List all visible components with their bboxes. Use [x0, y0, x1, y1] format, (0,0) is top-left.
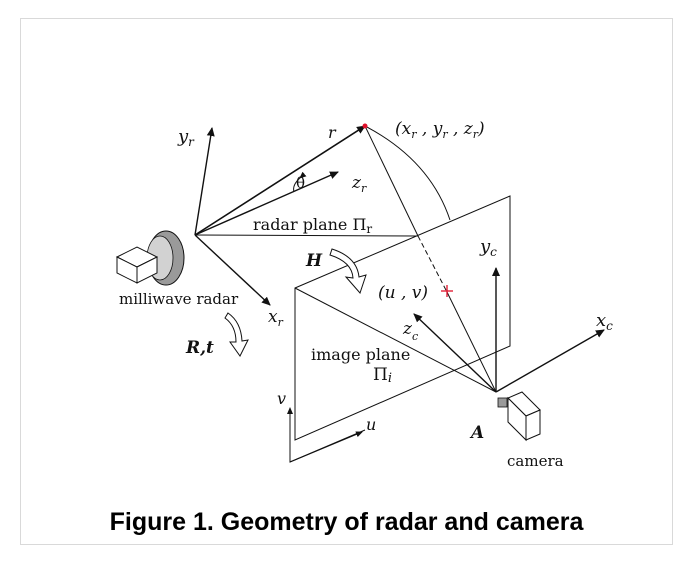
- xc-label: xc: [596, 310, 613, 333]
- image-plane-label: image plane: [311, 345, 410, 364]
- camera-label: camera: [507, 452, 564, 470]
- Rt-label: R,t: [185, 338, 214, 358]
- zc-label: zc: [402, 319, 418, 343]
- radar-axes: [194, 127, 339, 306]
- image-plane: [294, 195, 511, 441]
- milliwave-radar-device-icon: [115, 230, 185, 286]
- radar-point-label: (xr , yr , zr): [395, 119, 485, 141]
- image-point-label: (u , v): [378, 283, 428, 303]
- xr-label: xr: [268, 307, 284, 329]
- Rt-transform-arrow: [224, 312, 249, 357]
- H-transform-arrow: [329, 248, 367, 294]
- radar-plane-label: radar plane Πr: [253, 215, 372, 236]
- image-point-cross: [441, 285, 453, 297]
- projection-line: [294, 125, 497, 393]
- A-label: A: [469, 423, 484, 443]
- milliwave-radar-label: milliwave radar: [119, 290, 239, 308]
- zc-axis: [413, 313, 497, 393]
- image-plane-pi-label: Πi: [373, 365, 392, 386]
- image-axes: [287, 407, 366, 463]
- zr-label: zr: [351, 173, 367, 195]
- v-axis-label: v: [277, 389, 286, 408]
- r-label: r: [328, 123, 337, 142]
- camera-axes: [413, 267, 605, 393]
- yr-axis: [194, 127, 215, 236]
- zr-axis: [194, 171, 339, 236]
- radar-plane-sector: [194, 125, 451, 237]
- radar-point: [362, 123, 368, 129]
- H-label: H: [305, 251, 323, 271]
- camera-device-icon: [497, 391, 541, 442]
- theta-label: θ: [296, 174, 305, 192]
- theta-arc: [293, 171, 307, 193]
- figure-caption: Figure 1. Geometry of radar and camera: [109, 508, 584, 536]
- u-axis-label: u: [366, 415, 376, 434]
- xr-axis: [194, 234, 271, 306]
- xc-axis: [495, 329, 605, 393]
- yr-label: yr: [177, 126, 195, 149]
- figure-frame: [20, 18, 673, 545]
- yc-label: yc: [479, 236, 497, 259]
